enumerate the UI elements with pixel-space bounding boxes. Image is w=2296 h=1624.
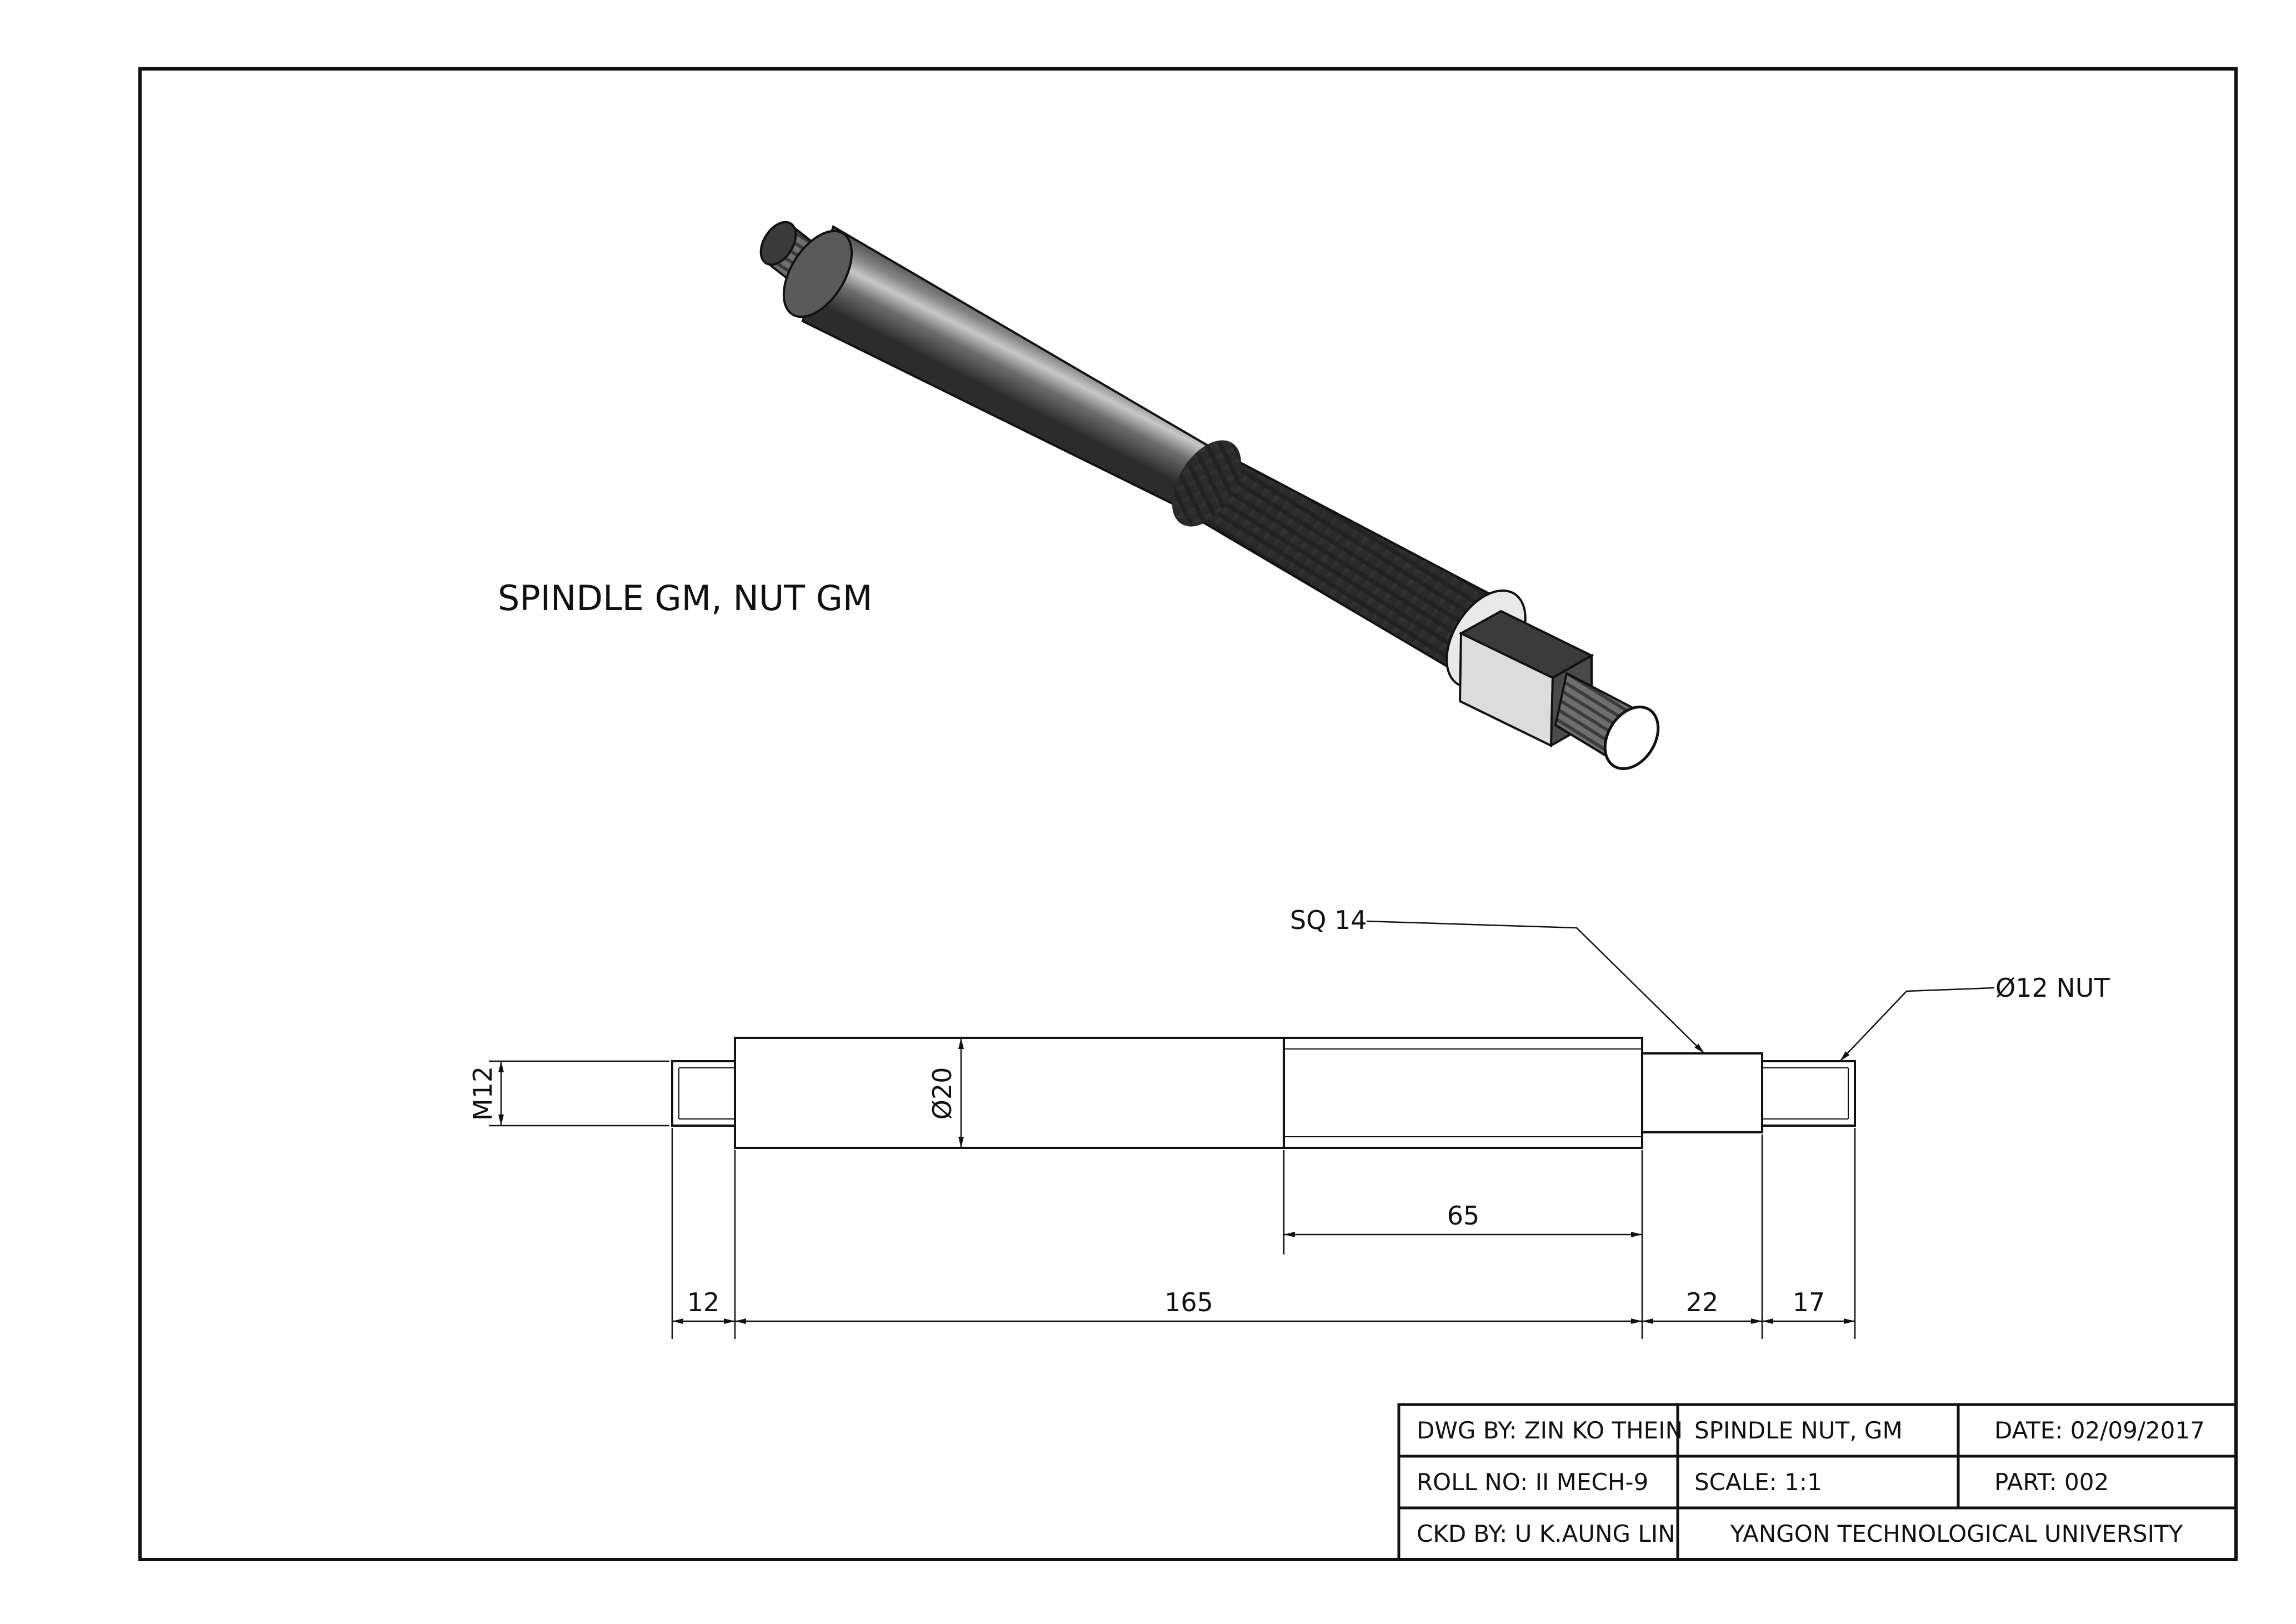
dim-65: 65 [1447,1201,1480,1231]
date-cell: DATE: 02/09/2017 [1994,1417,2205,1444]
leader-sq14 [1366,920,1705,1054]
isometric-view [759,221,1660,771]
institution-cell: YANGON TECHNOLOGICAL UNIVERSITY [1730,1520,2183,1547]
dimension-lines [498,1038,1855,1324]
ckd-by-cell: CKD BY: U K.AUNG LIN [1417,1520,1675,1547]
right-thread-stud [1554,672,1660,771]
dim-165: 165 [1164,1287,1213,1317]
dim-m12: M12 [468,1066,498,1121]
main-body-outline [734,1037,1643,1149]
dim-22: 22 [1686,1287,1719,1317]
right-stud-outline [1761,1060,1856,1127]
title-block: DWG BY: ZIN KO THEIN SPINDLE NUT, GM DAT… [1397,1403,2238,1561]
leader-nut [1839,987,1995,1062]
dim-17: 17 [1793,1287,1825,1317]
part-title-label: SPINDLE GM, NUT GM [498,578,872,618]
leader-lines [1366,920,1995,1062]
roll-no-cell: ROLL NO: II MECH-9 [1417,1468,1648,1496]
left-stud-outline [671,1060,736,1127]
callout-nut: Ø12 NUT [1995,973,2110,1003]
square-section-outline [1641,1052,1763,1133]
dim-dia20: Ø20 [927,1067,957,1120]
dim-12: 12 [687,1287,720,1317]
orthographic-view [671,1037,1856,1149]
dimension-texts: 12 165 22 17 65 M12 Ø20 SQ 14 Ø12 NUT [468,905,2110,1317]
main-shaft-body [782,225,1227,514]
dwg-by-cell: DWG BY: ZIN KO THEIN [1417,1417,1683,1444]
scale-cell: SCALE: 1:1 [1694,1468,1822,1496]
sheet-border [138,67,2238,1561]
callout-sq14: SQ 14 [1290,905,1367,935]
part-name-cell: SPINDLE NUT, GM [1694,1417,1903,1444]
part-no-cell: PART: 002 [1994,1468,2109,1496]
